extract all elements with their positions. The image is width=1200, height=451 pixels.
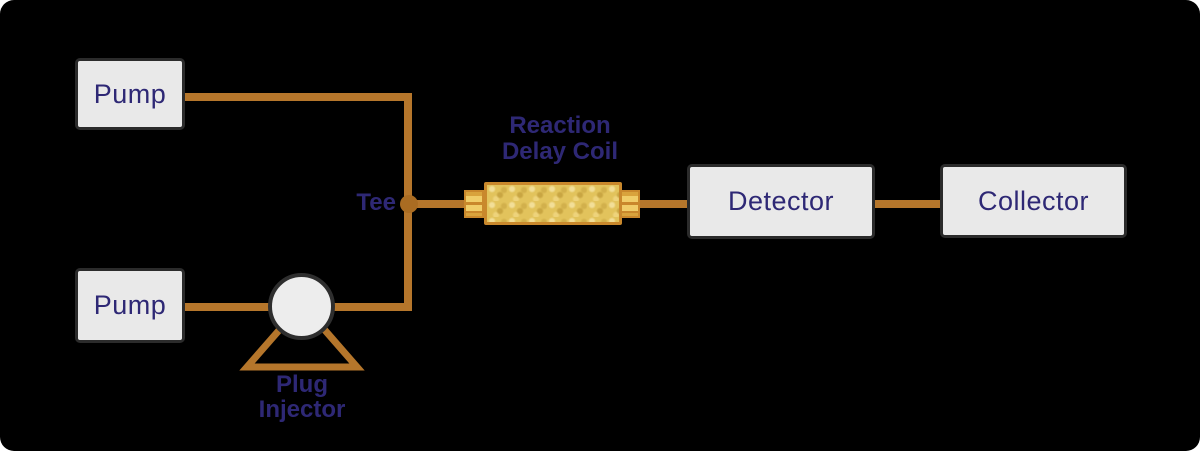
collector-box: Collector: [940, 164, 1127, 238]
pipe-coil-to-detector: [638, 200, 688, 208]
detector-label: Detector: [727, 186, 835, 216]
pump-bottom-label: Pump: [93, 290, 167, 320]
pump-top-box: Pump: [75, 58, 185, 130]
injector-valve-circle: [268, 273, 335, 340]
pipe-tee-to-coil: [409, 200, 469, 208]
collector-label: Collector: [977, 185, 1090, 216]
injector-triangle: [239, 298, 365, 371]
coil-label-line1: Reaction: [509, 112, 611, 139]
coil-label-line2: Delay Coil: [501, 138, 619, 165]
coil-fitting-right: [620, 190, 640, 218]
coil-fitting-left: [464, 190, 484, 218]
pipe-detector-to-collector: [875, 200, 940, 208]
injector-label-line2: Injector: [258, 396, 346, 423]
detector-box: Detector: [687, 164, 875, 239]
tee-junction-dot: [400, 195, 418, 213]
tee-label: Tee: [356, 189, 396, 216]
injector-label-line1: Plug: [276, 371, 328, 398]
coil-label: Reaction Delay Coil: [460, 113, 660, 165]
injector-label: Plug Injector: [228, 372, 376, 422]
reaction-delay-coil: [484, 182, 622, 225]
pipe-pump-top-to-tee-horizontal: [185, 93, 412, 101]
pump-top-label: Pump: [93, 78, 167, 109]
pump-bottom-box: Pump: [75, 268, 185, 343]
